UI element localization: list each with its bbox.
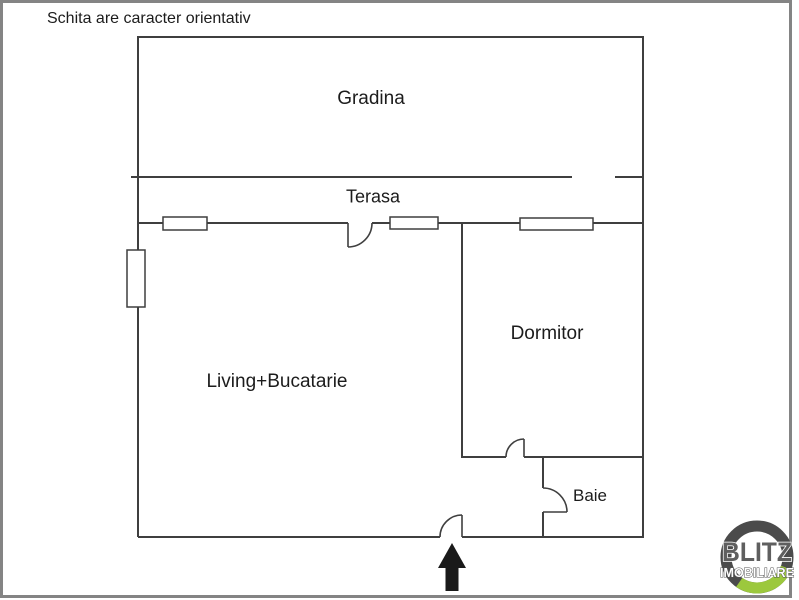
door-terrace	[347, 222, 373, 248]
window-living-right	[389, 216, 439, 230]
room-label-living-bucatarie: Living+Bucatarie	[206, 371, 348, 392]
room-label-dormitor: Dormitor	[510, 323, 584, 344]
door-dormitor	[505, 438, 525, 458]
outer-walls	[137, 36, 644, 538]
room-label-baie: Baie	[572, 486, 608, 505]
logo-accent-arc	[736, 565, 792, 594]
partition-walls	[461, 223, 643, 537]
blitz-logo-graphic: BLITZ IMOBILIARE	[720, 520, 795, 594]
door-baie	[542, 487, 568, 513]
door-entrance	[439, 514, 463, 538]
blitz-logo: BLITZ IMOBILIARE	[716, 516, 798, 598]
disclaimer-text: Schita are caracter orientativ	[47, 10, 251, 27]
logo-tagline-text: IMOBILIARE	[720, 566, 794, 580]
window-left-wall	[126, 249, 146, 308]
entrance-arrow	[438, 543, 466, 591]
room-label-gradina: Gradina	[337, 88, 405, 109]
window-living-left	[162, 216, 208, 231]
logo-brand-text: BLITZ	[722, 537, 792, 567]
room-label-terasa: Terasa	[345, 186, 401, 207]
window-dormitor	[519, 217, 594, 231]
